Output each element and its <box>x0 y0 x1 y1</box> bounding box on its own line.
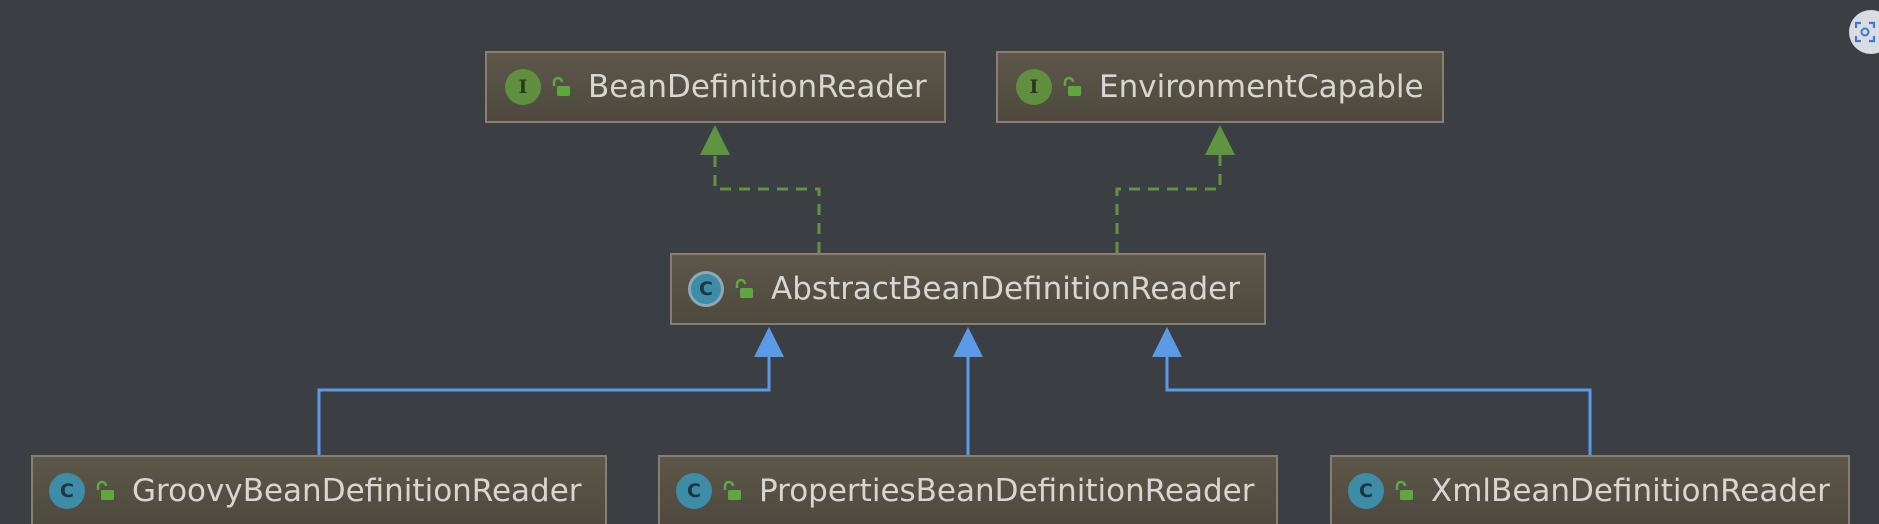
screenshot-button[interactable] <box>1849 10 1879 54</box>
unlock-icon <box>735 278 753 298</box>
node-label: XmlBeanDefinitionReader <box>1431 472 1830 509</box>
implements-edge-environment-capable <box>1115 154 1222 253</box>
class-icon: C <box>1348 473 1384 509</box>
unlock-icon <box>723 480 741 500</box>
implements-arrowhead <box>700 125 730 155</box>
abstract-class-icon: C <box>688 271 724 307</box>
interface-icon: I <box>1016 69 1052 105</box>
node-xml-bean-definition-reader[interactable]: C XmlBeanDefinitionReader <box>1330 455 1850 524</box>
node-label: EnvironmentCapable <box>1099 68 1424 105</box>
node-environment-capable[interactable]: I EnvironmentCapable <box>996 51 1444 123</box>
node-label: BeanDefinitionReader <box>588 68 927 105</box>
node-abstract-bean-definition-reader[interactable]: C AbstractBeanDefinitionReader <box>670 253 1266 325</box>
node-bean-definition-reader[interactable]: I BeanDefinitionReader <box>485 51 946 123</box>
implements-edge-bean-definition-reader <box>713 154 821 253</box>
node-properties-bean-definition-reader[interactable]: C PropertiesBeanDefinitionReader <box>658 455 1278 524</box>
unlock-icon <box>96 480 114 500</box>
extends-arrowhead <box>953 327 983 357</box>
node-label: AbstractBeanDefinitionReader <box>771 270 1240 307</box>
extends-arrowhead <box>1152 327 1182 357</box>
interface-icon: I <box>505 69 541 105</box>
extends-edge-groovy <box>317 356 771 455</box>
node-label: GroovyBeanDefinitionReader <box>132 472 582 509</box>
class-icon: C <box>676 473 712 509</box>
extends-arrowhead <box>754 327 784 357</box>
class-icon: C <box>49 473 85 509</box>
node-label: PropertiesBeanDefinitionReader <box>759 472 1255 509</box>
unlock-icon <box>552 76 570 96</box>
screenshot-icon <box>1854 21 1876 43</box>
unlock-icon <box>1063 76 1081 96</box>
extends-edge-xml <box>1165 356 1592 455</box>
unlock-icon <box>1395 480 1413 500</box>
implements-arrowhead <box>1205 125 1235 155</box>
node-groovy-bean-definition-reader[interactable]: C GroovyBeanDefinitionReader <box>31 455 607 524</box>
